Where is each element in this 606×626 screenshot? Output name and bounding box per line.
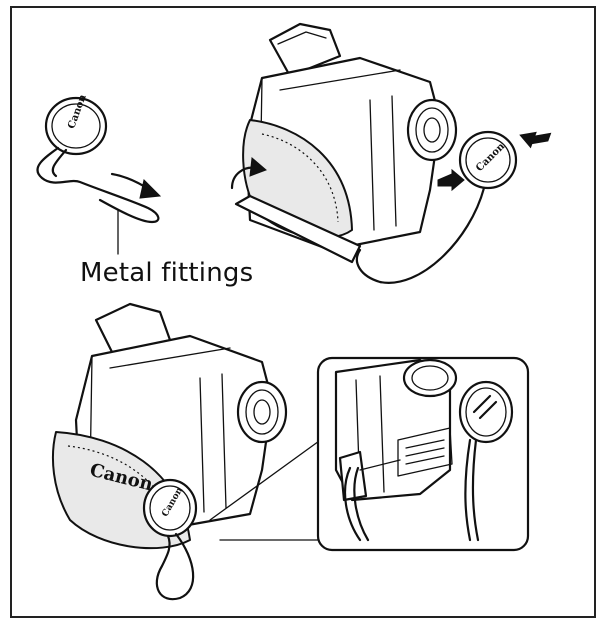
metal-fittings-label: Metal fittings	[80, 258, 254, 288]
lens-cap-icon	[44, 96, 108, 156]
lens-cap-with-strap-top-left: Canon	[36, 92, 162, 255]
strap-loop-icon	[36, 146, 160, 224]
camcorder-top: Canon	[230, 22, 552, 284]
lens-cap-icon	[458, 130, 518, 190]
detail-inset	[316, 356, 530, 552]
lens-cap-icon	[142, 478, 198, 538]
camcorder-bottom: Canon Canon	[51, 302, 288, 601]
